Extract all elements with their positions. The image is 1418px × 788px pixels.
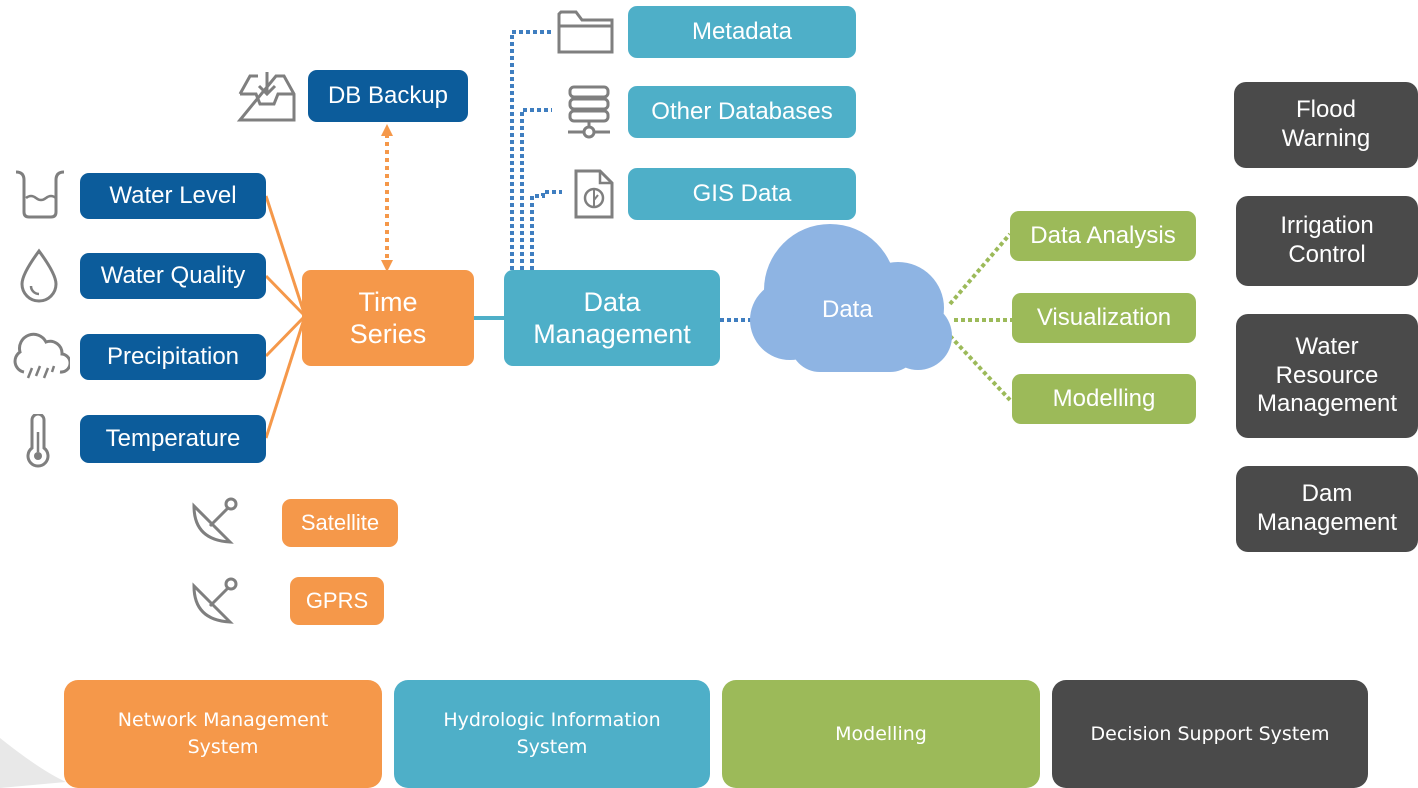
flood-warning-line1: Flood [1295, 96, 1357, 124]
network-management-system-box: Network Management System [64, 680, 382, 788]
satellite-dish-icon [192, 497, 238, 544]
modelling-footer-label: Modelling [835, 722, 927, 745]
dam-management-line2: Management [1256, 509, 1398, 536]
time-series-line2: Series [349, 319, 427, 349]
data-management-line2: Management [533, 319, 691, 349]
nms-line2: System [187, 736, 259, 758]
data-management-box: Data Management [504, 270, 720, 366]
thermometer-icon [26, 414, 50, 468]
rain-cloud-icon [13, 332, 70, 379]
precipitation-label: Precipitation [106, 342, 240, 370]
irrigation-control-box: Irrigation Control [1236, 196, 1418, 286]
decision-support-system-box: Decision Support System [1052, 680, 1368, 788]
cloud-shape [750, 224, 952, 372]
data-management-line1: Data [583, 286, 641, 317]
water-quality-box: Water Quality [80, 253, 266, 299]
output-connectors [948, 232, 1012, 402]
water-level-label: Water Level [109, 181, 237, 209]
data-analysis-label: Data Analysis [1030, 221, 1176, 249]
backup-connector [381, 124, 393, 272]
water-level-box: Water Level [80, 173, 266, 219]
water-quality-label: Water Quality [100, 261, 246, 289]
decorative-swoosh [0, 738, 66, 788]
modelling-footer-box: Modelling [722, 680, 1040, 788]
other-databases-label: Other Databases [651, 97, 833, 125]
satellite-box: Satellite [282, 499, 398, 547]
db-backup-box: DB Backup [308, 70, 468, 122]
water-level-icon [15, 170, 65, 219]
dam-management-box: Dam Management [1236, 466, 1418, 552]
gprs-box: GPRS [290, 577, 384, 625]
time-series-box: Time Series [302, 270, 474, 366]
precipitation-box: Precipitation [80, 334, 266, 380]
metadata-label: Metadata [691, 17, 793, 45]
temperature-box: Temperature [80, 415, 266, 463]
water-resource-line1: Water [1295, 332, 1359, 360]
gis-file-icon [574, 169, 614, 219]
his-line2: System [516, 736, 588, 758]
data-analysis-box: Data Analysis [1010, 211, 1196, 261]
dss-label: Decision Support System [1090, 722, 1330, 745]
gprs-label: GPRS [305, 587, 369, 613]
flood-warning-line2: Warning [1281, 125, 1371, 152]
gis-data-box: GIS Data [628, 168, 856, 220]
visualization-label: Visualization [1036, 303, 1172, 331]
folder-icon [557, 10, 614, 54]
nms-line1: Network Management [117, 709, 329, 732]
irrigation-control-line2: Control [1288, 241, 1366, 268]
other-databases-box: Other Databases [628, 86, 856, 138]
hydrologic-information-system-box: Hydrologic Information System [394, 680, 710, 788]
inbox-download-icon [236, 72, 296, 122]
gis-data-label: GIS Data [692, 179, 792, 207]
database-server-icon [568, 85, 610, 139]
metadata-box: Metadata [628, 6, 856, 58]
modelling-output-label: Modelling [1052, 384, 1156, 412]
his-line1: Hydrologic Information [443, 709, 661, 732]
dam-management-line1: Dam [1301, 480, 1353, 508]
modelling-output-box: Modelling [1012, 374, 1196, 424]
db-backup-label: DB Backup [327, 81, 449, 109]
temperature-label: Temperature [105, 424, 241, 452]
irrigation-control-line1: Irrigation [1280, 212, 1374, 240]
water-resource-line3: Management [1256, 390, 1398, 418]
water-drop-icon [20, 248, 58, 303]
cloud-label: Data [822, 296, 873, 323]
time-series-line1: Time [358, 286, 418, 317]
visualization-box: Visualization [1012, 293, 1196, 343]
gprs-antenna-icon [192, 577, 238, 624]
water-resource-box: Water Resource Management [1236, 314, 1418, 438]
source-connectors [510, 30, 562, 270]
sensor-connectors [264, 195, 307, 439]
water-resource-line2: Resource [1275, 361, 1379, 389]
flood-warning-box: Flood Warning [1234, 82, 1418, 168]
satellite-label: Satellite [300, 509, 380, 535]
